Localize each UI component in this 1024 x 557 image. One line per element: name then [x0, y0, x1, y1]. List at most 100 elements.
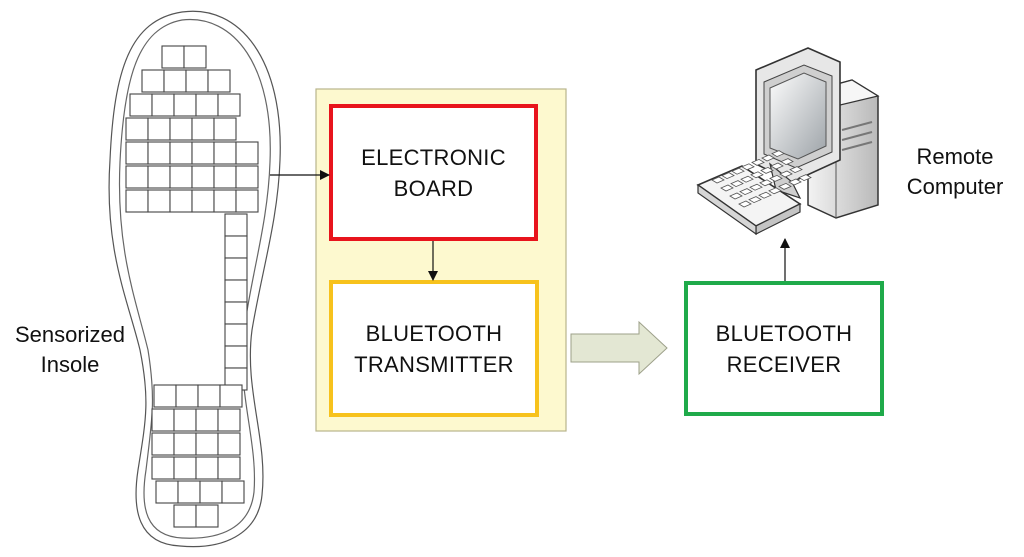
- bluetooth-receiver-label-line-1: BLUETOOTH: [715, 320, 853, 346]
- keyboard-key: [730, 180, 744, 188]
- sensor-cell: [217, 432, 241, 456]
- sensor-cell: [125, 189, 149, 213]
- keyboard-key: [720, 184, 734, 192]
- sensor-cell: [169, 141, 193, 165]
- electronic-board-label: ELECTRONIC BOARD: [331, 106, 536, 239]
- keyboard-key: [740, 175, 754, 183]
- keyboard-key: [738, 200, 752, 208]
- sensor-cell: [147, 141, 171, 165]
- keyboard-key: [789, 166, 803, 174]
- keyboard-key: [761, 154, 775, 162]
- insole-label-line-1: Sensorized: [14, 322, 126, 347]
- sensor-cell: [153, 384, 177, 408]
- keyboard-key: [771, 150, 785, 158]
- sensor-cell: [191, 141, 215, 165]
- keyboard-key: [768, 187, 782, 195]
- keyboard-key: [750, 171, 764, 179]
- remote-computer-label: Remote Computer: [895, 142, 1015, 202]
- keyboard-key: [788, 178, 802, 186]
- sensor-cell: [213, 189, 237, 213]
- sensor-cell: [169, 165, 193, 189]
- sensor-cell: [224, 213, 248, 237]
- sensor-cell: [173, 456, 197, 480]
- keyboard-key: [739, 188, 753, 196]
- bluetooth-transmitter-label-line-2: TRANSMITTER: [354, 351, 514, 377]
- sensor-cell: [147, 117, 171, 141]
- sensor-cell: [235, 165, 259, 189]
- sensor-cell: [217, 408, 241, 432]
- keyboard-key: [760, 166, 774, 174]
- sensor-cell: [217, 456, 241, 480]
- sensor-cell: [224, 345, 248, 369]
- electronic-board-box: [329, 104, 538, 241]
- sensor-cell: [173, 93, 197, 117]
- keyboard-key: [798, 174, 812, 182]
- keyboard-key: [729, 192, 743, 200]
- sensor-cell: [125, 165, 149, 189]
- insole-sensor-grid: [125, 45, 259, 528]
- sensor-cell: [235, 141, 259, 165]
- keyboard-key: [749, 183, 763, 191]
- sensor-cell: [224, 257, 248, 281]
- keyboard-key: [779, 170, 793, 178]
- keyboard-key: [770, 162, 784, 170]
- sensor-cell: [195, 504, 219, 528]
- keyboard-key: [780, 158, 794, 166]
- sensor-cell: [173, 432, 197, 456]
- sensor-cell: [221, 480, 245, 504]
- sensor-cell: [147, 189, 171, 213]
- keyboard-key: [741, 163, 755, 171]
- keyboard-key: [731, 167, 745, 175]
- keyboard-key: [769, 174, 783, 182]
- sensor-cell: [195, 456, 219, 480]
- sensor-cell: [125, 117, 149, 141]
- sensor-cell: [213, 117, 237, 141]
- sensor-cell: [191, 165, 215, 189]
- remote-computer-label-line-1: Remote: [916, 144, 994, 169]
- sensor-cell: [224, 235, 248, 259]
- sensor-cell: [163, 69, 187, 93]
- sensor-cell: [224, 301, 248, 325]
- sensor-cell: [199, 480, 223, 504]
- insole-label: Sensorized Insole: [10, 320, 130, 380]
- sensor-cell: [141, 69, 165, 93]
- sensor-cell: [151, 456, 175, 480]
- sensor-cell: [151, 93, 175, 117]
- sensor-cell: [217, 93, 241, 117]
- insole-label-line-2: Insole: [40, 352, 100, 377]
- sensor-cell: [161, 45, 185, 69]
- keyboard-key: [748, 196, 762, 204]
- keyboard-key: [778, 182, 792, 190]
- sensor-cell: [173, 504, 197, 528]
- desktop-computer-icon: [696, 47, 880, 236]
- keyboard-key: [721, 172, 735, 180]
- sensor-cell: [235, 189, 259, 213]
- sensor-cell: [224, 279, 248, 303]
- sensor-cell: [207, 69, 231, 93]
- sensor-cell: [151, 408, 175, 432]
- bluetooth-transmitter-box: [329, 280, 539, 417]
- sensor-cell: [219, 384, 243, 408]
- bluetooth-transmitter-label: BLUETOOTH TRANSMITTER: [331, 282, 537, 415]
- sensor-cell: [151, 432, 175, 456]
- keyboard-key: [759, 179, 773, 187]
- sensor-cell: [183, 45, 207, 69]
- sensor-cell: [169, 189, 193, 213]
- sensor-cell: [197, 384, 221, 408]
- sensor-cell: [169, 117, 193, 141]
- insole-outline: [108, 10, 281, 548]
- remote-computer-label-line-2: Computer: [906, 174, 1004, 199]
- sensor-cell: [173, 408, 197, 432]
- wireless-transfer-arrow: [570, 320, 668, 376]
- bluetooth-receiver-label-line-2: RECEIVER: [726, 351, 842, 377]
- sensor-cell: [195, 408, 219, 432]
- sensor-cell: [125, 141, 149, 165]
- sensor-cell: [177, 480, 201, 504]
- sensor-cell: [191, 117, 215, 141]
- sensor-cell: [129, 93, 153, 117]
- sensor-cell: [175, 384, 199, 408]
- keyboard-key: [758, 191, 772, 199]
- keyboard-key: [711, 176, 725, 184]
- electronic-board-label-line-1: ELECTRONIC: [361, 144, 506, 170]
